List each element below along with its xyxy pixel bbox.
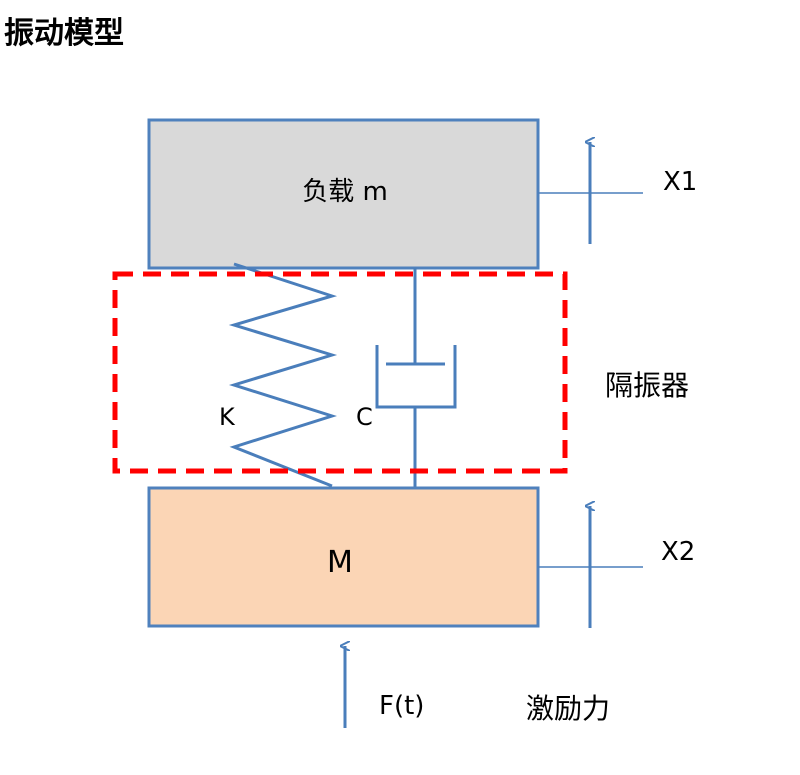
x2-label: X2	[661, 537, 695, 567]
isolator-label: 隔振器	[605, 369, 689, 402]
excitation-label: 激励力	[526, 692, 610, 725]
load-mass-label: 负载 m	[302, 177, 388, 207]
damper-label: C	[356, 403, 373, 431]
page-title: 振动模型	[4, 16, 124, 51]
spring-label: K	[219, 403, 236, 431]
load-mass-box	[147, 118, 540, 270]
force-label: F(t)	[379, 691, 424, 721]
x1-label: X1	[663, 167, 697, 197]
base-mass-label: M	[327, 545, 353, 580]
base-mass-box	[147, 486, 540, 628]
spring	[228, 262, 338, 488]
isolator-box	[112, 271, 568, 474]
